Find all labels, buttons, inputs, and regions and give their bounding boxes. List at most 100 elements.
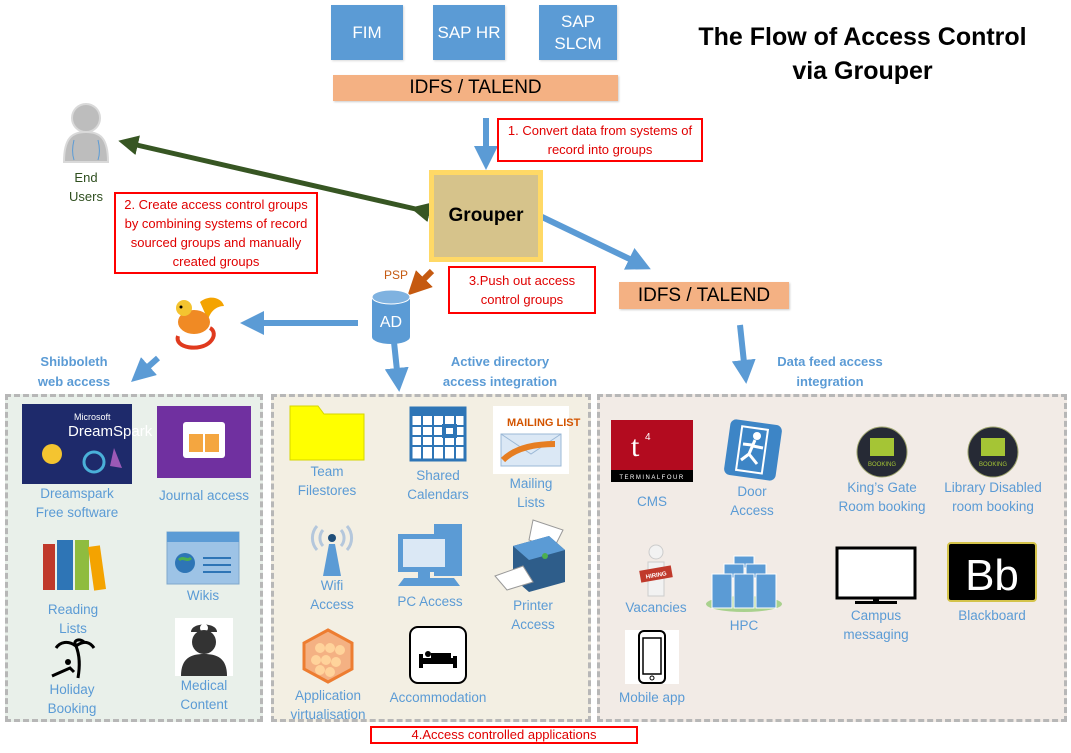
section-title-line: Shibboleth [40, 354, 108, 369]
app-label: Vacancies [625, 600, 687, 615]
app-campus-messaging[interactable]: Campus messaging [828, 546, 924, 644]
app-label: Shared Calendars [407, 468, 469, 502]
svg-text:Microsoft: Microsoft [74, 412, 111, 422]
diagram-title: The Flow of Access Control via Grouper [660, 20, 1065, 88]
section-title-data-feed: Data feed access integration [760, 352, 900, 392]
app-shared-calendars[interactable]: Shared Calendars [396, 404, 480, 504]
note-text: 4.Access controlled applications [411, 727, 597, 742]
app-label: CMS [637, 494, 667, 509]
section-title-shibboleth: Shibboleth web access [24, 352, 124, 392]
source-fim: FIM [331, 5, 403, 60]
section-title-line: Data feed access [777, 354, 883, 369]
section-title-line: Active directory [450, 354, 550, 369]
app-label: Wikis [186, 588, 220, 603]
app-label: Printer Access [511, 598, 555, 632]
app-hpc[interactable]: HPC [704, 552, 784, 635]
mailing-list-icon-text: MAILING LIST [507, 417, 581, 429]
ad-label: AD [379, 314, 403, 331]
note-step-1: 1. Convert data from systems of record i… [497, 118, 703, 162]
source-label: SAP HR [437, 22, 501, 42]
arrow-grouper-to-idfs [538, 213, 651, 270]
booking-calendar-icon: BOOKING [967, 426, 1019, 478]
title-line-2: via Grouper [792, 57, 933, 85]
app-label: Medical Content [180, 678, 228, 712]
app-label: Campus messaging [843, 608, 909, 642]
end-users-label: End Users [64, 168, 108, 206]
app-dreamspark[interactable]: Microsoft DreamSpark Dreamspark Free sof… [22, 404, 153, 522]
app-label: Dreamspark Free software [35, 486, 119, 520]
app-label: Holiday Booking [47, 682, 97, 716]
app-cms[interactable]: t 4 TERMINALFOUR CMS [610, 420, 694, 511]
door-exit-icon [724, 419, 782, 481]
psp-label: PSP [384, 268, 409, 282]
idfs-label: IDFS / TALEND [637, 284, 771, 306]
app-label: Application virtualisation [290, 688, 366, 722]
app-door-access[interactable]: Door Access [716, 418, 788, 520]
app-wikis[interactable]: Wikis [158, 531, 248, 605]
app-journal-access[interactable]: Journal access [152, 406, 256, 505]
arrow-idfs-to-datafeed [731, 324, 756, 384]
source-label: SAP SLCM [554, 11, 602, 53]
dreamspark-icon: Microsoft DreamSpark [22, 404, 153, 484]
wifi-tower-icon [310, 525, 354, 576]
source-sap-hr: SAP HR [433, 5, 505, 60]
monitor-icon [835, 546, 917, 604]
end-users-line-2: Users [69, 189, 103, 204]
server-cluster-icon [706, 555, 782, 612]
app-virtualisation-icon [302, 628, 354, 684]
hiring-icon-text: HIRING [645, 571, 667, 581]
app-reading-lists[interactable]: Reading Lists [28, 540, 118, 638]
title-line-1: The Flow of Access Control [698, 23, 1027, 51]
ad-database: AD [371, 289, 411, 344]
app-label: Library Disabled room booking [944, 480, 1042, 514]
source-sap-slcm: SAP SLCM [539, 5, 617, 60]
app-label: Mobile app [618, 690, 686, 705]
grouper-box: Grouper [429, 170, 543, 262]
app-vacancies[interactable]: HIRING Vacancies [620, 544, 692, 617]
app-kings-gate-room-booking[interactable]: BOOKING King’s Gate Room booking [834, 426, 930, 516]
app-mobile-app[interactable]: Mobile app [610, 630, 694, 707]
app-blackboard[interactable]: Bb Blackboard [944, 542, 1040, 625]
app-mailing-lists[interactable]: MAILING LIST Mailing Lists [492, 406, 581, 512]
blackboard-icon-text: Bb [965, 551, 1019, 600]
app-label: PC Access [397, 594, 463, 609]
app-label: Blackboard [958, 608, 1026, 623]
app-application-virtualisation[interactable]: Application virtualisation [281, 628, 375, 724]
app-printer-access[interactable]: Printer Access [488, 516, 578, 634]
mailing-list-icon: MAILING LIST [493, 406, 581, 474]
note-step-4: 4.Access controlled applications [370, 726, 638, 744]
section-title-line: integration [796, 374, 864, 389]
beach-holiday-icon [51, 638, 96, 679]
doctor-icon [175, 618, 233, 676]
smartphone-icon [625, 630, 679, 684]
books-icon [43, 540, 107, 591]
end-user-icon [62, 103, 110, 163]
app-medical-content[interactable]: Medical Content [168, 618, 240, 714]
source-label: FIM [352, 22, 382, 42]
app-label: Wifi Access [310, 578, 354, 612]
svg-text:DreamSpark: DreamSpark [68, 423, 153, 440]
booking-calendar-icon: BOOKING [856, 426, 908, 478]
booking-icon-text: BOOKING [979, 462, 1007, 468]
app-pc-access[interactable]: PC Access [390, 522, 470, 611]
section-title-active-directory: Active directory access integration [420, 352, 580, 392]
svg-text:t: t [631, 430, 640, 463]
hiring-icon: HIRING [639, 544, 673, 597]
app-library-disabled-room-booking[interactable]: BOOKING Library Disabled room booking [940, 426, 1046, 516]
app-team-filestores[interactable]: Team Filestores [285, 400, 369, 500]
wiki-browser-icon [166, 531, 240, 585]
arrow-ad-to-directory [384, 341, 409, 392]
terminalfour-text: TERMINALFOUR [619, 475, 684, 481]
app-wifi-access[interactable]: Wifi Access [292, 518, 372, 614]
note-text: 1. Convert data from systems of record i… [507, 123, 693, 157]
calendar-icon [409, 406, 467, 462]
idfs-talend-top: IDFS / TALEND [333, 75, 618, 101]
note-text: 3.Push out access control groups [468, 273, 576, 307]
desktop-pc-icon [398, 524, 462, 586]
app-label: King’s Gate Room booking [838, 480, 926, 514]
app-label: Journal access [158, 488, 250, 503]
app-accommodation[interactable]: Accommodation [380, 626, 496, 707]
folder-icon [289, 405, 365, 461]
app-holiday-booking[interactable]: Holiday Booking [32, 638, 112, 718]
